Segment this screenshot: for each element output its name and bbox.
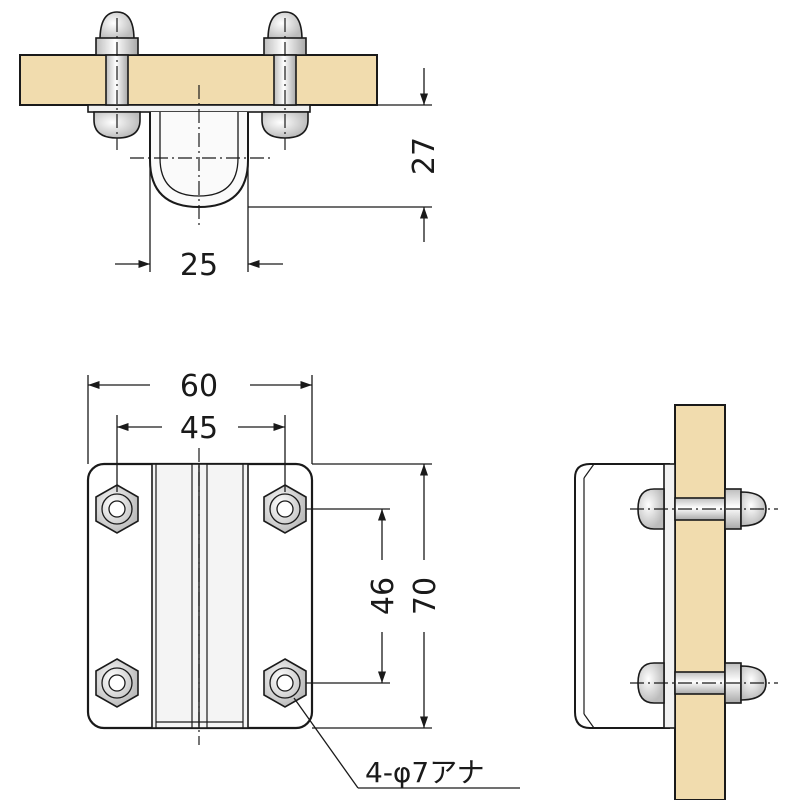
hex-nut-icon — [95, 484, 139, 534]
hex-nut-icon — [263, 658, 307, 708]
bolt-icon — [261, 11, 309, 150]
hole-note: 4-φ7アナ — [365, 756, 485, 789]
hex-nut-icon — [263, 484, 307, 534]
dim-45: 45 — [180, 411, 218, 446]
bolt-icon — [630, 662, 778, 704]
dim-60: 60 — [180, 369, 218, 404]
hinge-plate-side — [574, 463, 670, 729]
dim-27: 27 — [407, 137, 442, 175]
wood-panel-side — [674, 404, 726, 800]
bolt-icon — [630, 488, 778, 530]
dim-70: 70 — [408, 577, 443, 615]
bolt-icon — [93, 11, 141, 150]
side-view — [574, 404, 778, 800]
front-view: 60 45 46 70 4-φ7アナ — [86, 369, 520, 789]
dim-25: 25 — [180, 248, 218, 283]
dim-46: 46 — [366, 577, 401, 615]
hex-nut-icon — [95, 658, 139, 708]
top-view: 27 25 — [19, 11, 442, 283]
